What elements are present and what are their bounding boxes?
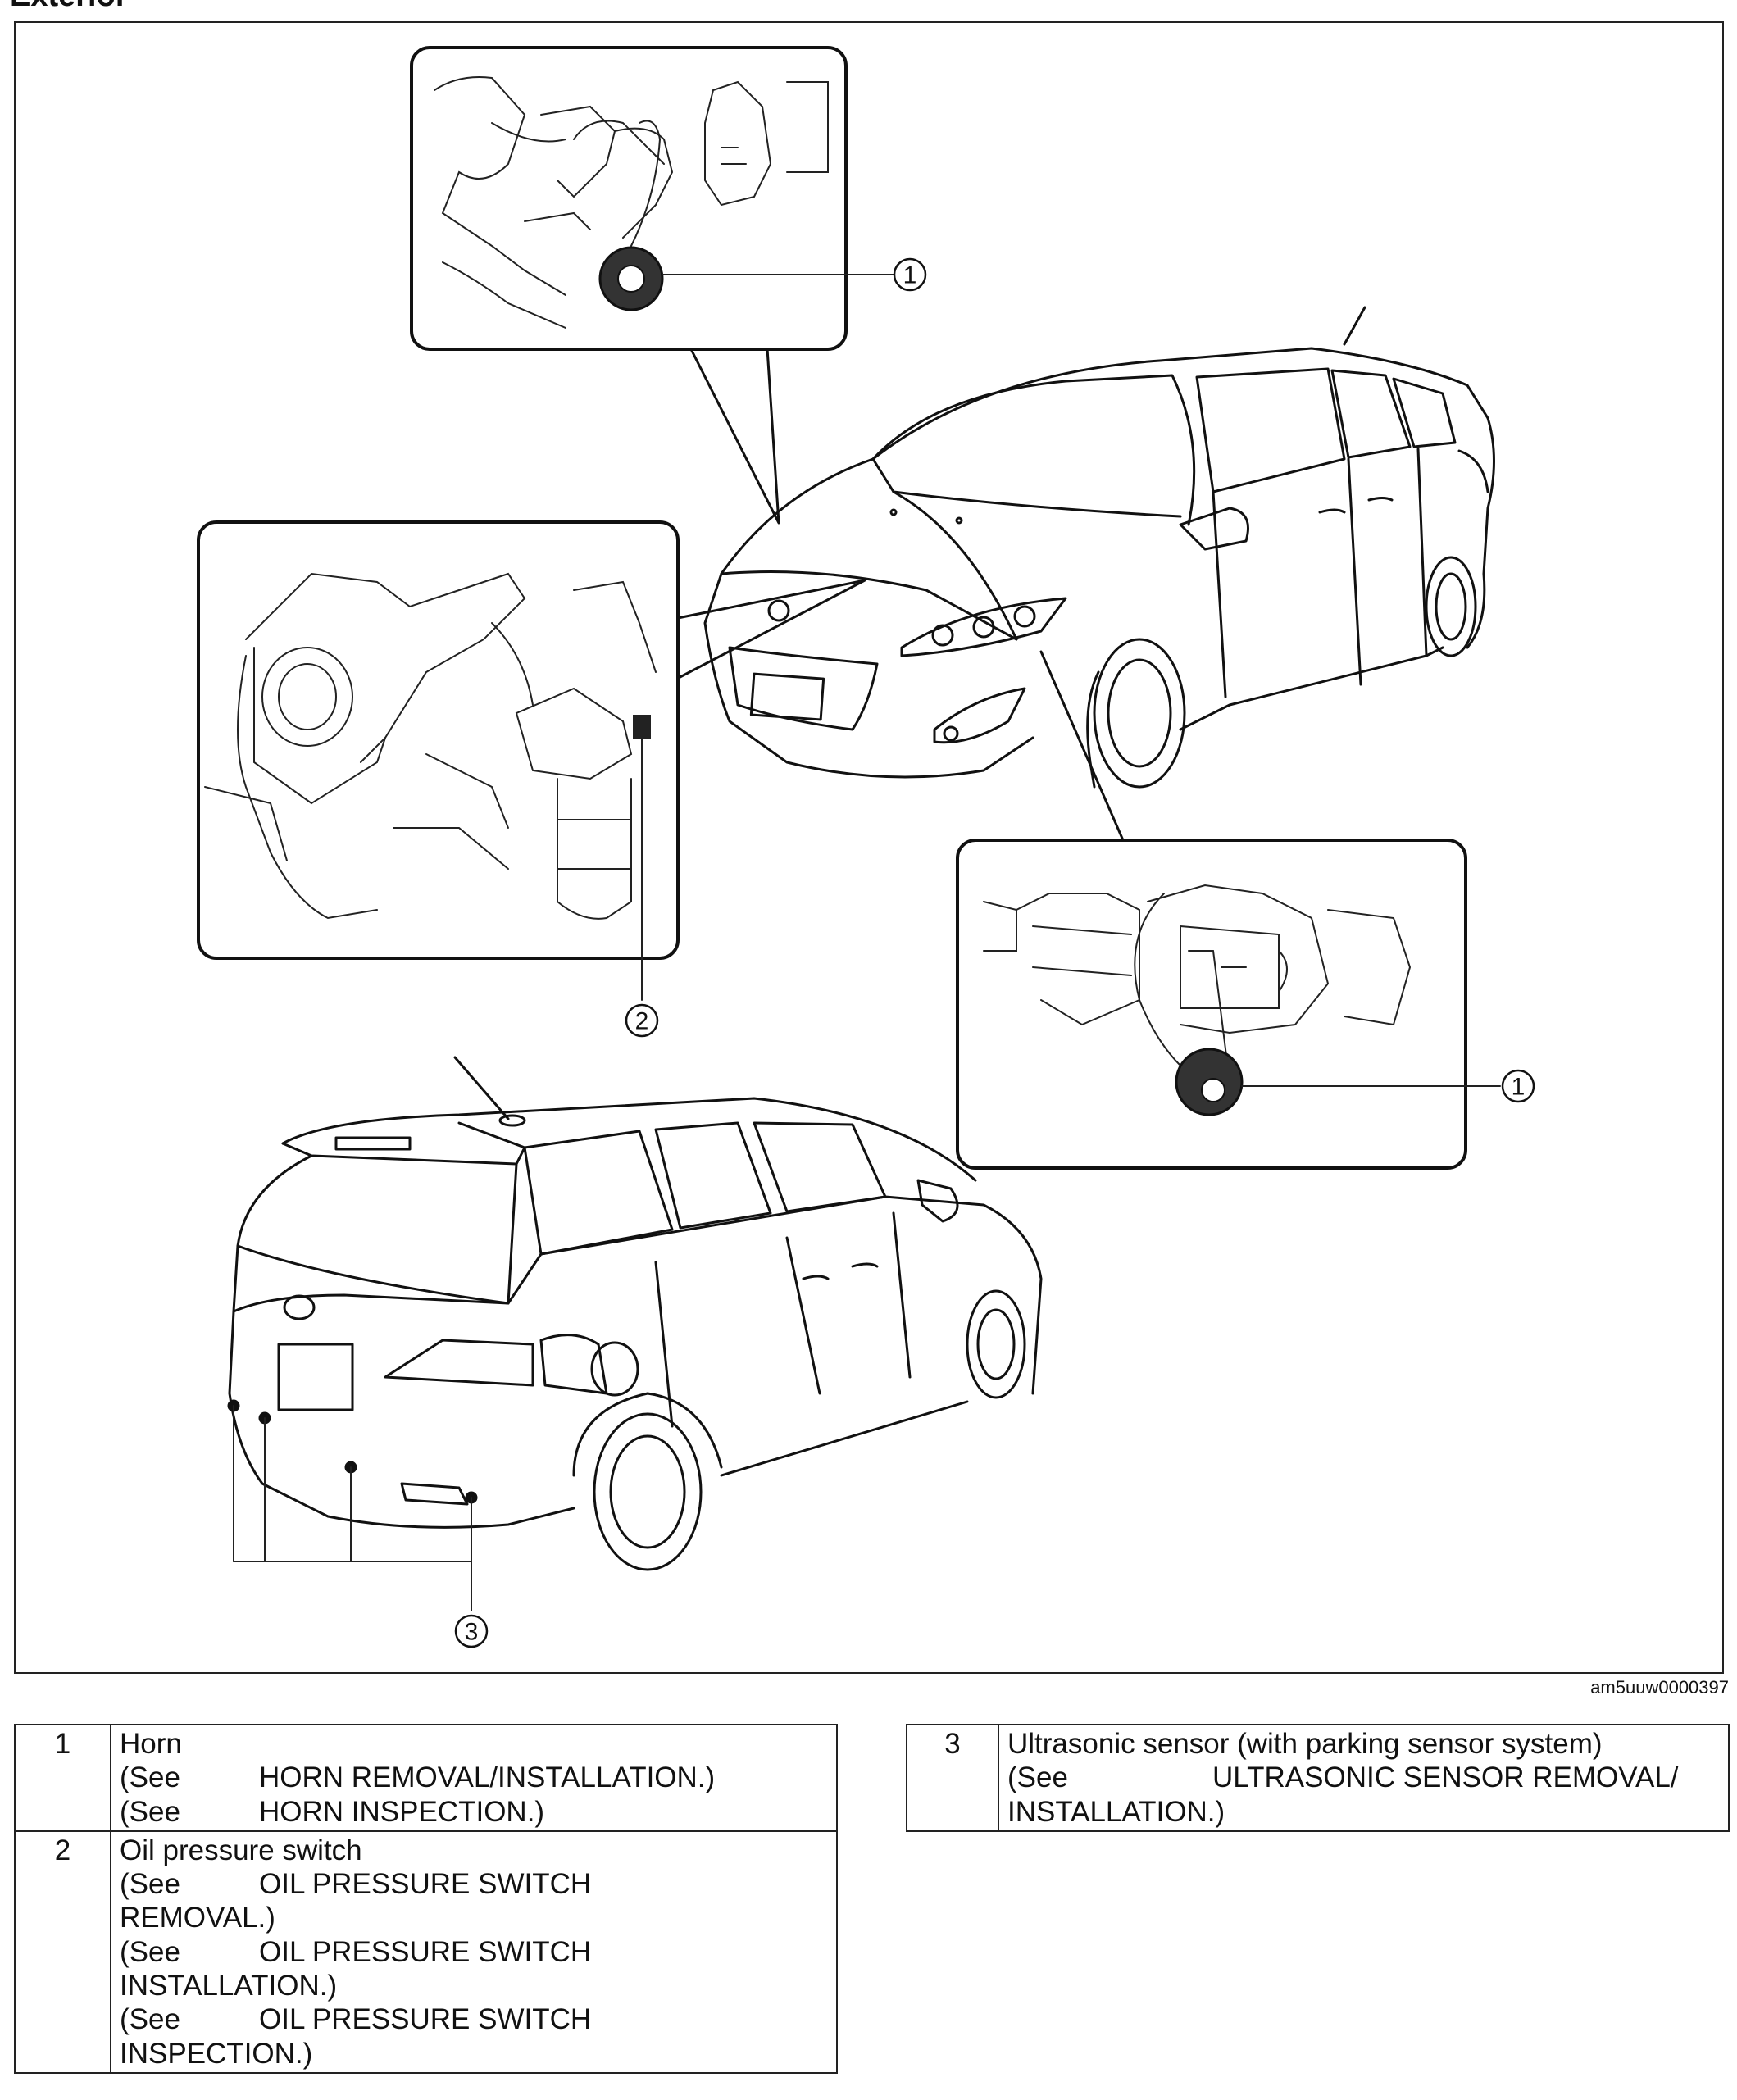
callout-label-1-upper: 1: [903, 262, 917, 289]
ref-title-cont: INSPECTION.): [120, 2037, 313, 2070]
legend-reference[interactable]: (See HORN INSPECTION.): [120, 1795, 828, 1829]
ref-title-cont: INSTALLATION.): [1007, 1795, 1225, 1828]
ref-title: OIL PRESSURE SWITCH: [259, 1868, 592, 1901]
legend-entry: Ultrasonic sensor (with parking sensor s…: [998, 1724, 1730, 1832]
callout-label-3: 3: [465, 1619, 479, 1646]
ref-title: OIL PRESSURE SWITCH: [259, 1935, 592, 1968]
horn-detail-view-upper: 1: [410, 46, 927, 351]
ref-prefix: (See: [120, 1868, 180, 1901]
legend-number: 2: [14, 1830, 111, 2074]
legend-item-name: Horn: [120, 1728, 182, 1760]
ref-prefix: (See: [120, 1761, 180, 1794]
ref-title-cont: REMOVAL.): [120, 1902, 275, 1934]
callout-label-1-right: 1: [1512, 1074, 1526, 1101]
legend-number: 3: [906, 1724, 999, 1832]
callout-number-1-upper: [893, 257, 927, 292]
callout-tails: [672, 334, 1125, 842]
horn-detail-view-right: 1: [956, 839, 1535, 1170]
legend-row-3: 3 Ultrasonic sensor (with parking sensor…: [906, 1724, 1730, 1832]
legend-table-left: 1 Horn (See HORN REMOVAL/INSTALLATION.) (…: [14, 1724, 838, 2074]
legend-number: 1: [14, 1724, 111, 1832]
figure-frame: [14, 21, 1724, 1674]
callout-number-2: [625, 1003, 659, 1038]
rear-vehicle-drawing: [227, 1056, 1043, 1571]
legend-reference[interactable]: (See HORN REMOVAL/INSTALLATION.): [120, 1761, 828, 1794]
callout-label-2: 2: [635, 1008, 649, 1035]
exterior-diagram: 1 2: [197, 46, 1535, 1648]
figure-id: am5uuw0000397: [1590, 1677, 1729, 1698]
ref-title: OIL PRESSURE SWITCH: [259, 2003, 592, 2036]
legend-item-name: Oil pressure switch: [120, 1834, 362, 1866]
ref-prefix: (See: [120, 2003, 180, 2036]
oil-pressure-switch-detail-view: 2: [197, 520, 680, 1038]
ref-title-cont: INSTALLATION.): [120, 1970, 338, 2002]
front-vehicle-drawing: [703, 306, 1495, 789]
callout-number-3: [454, 1614, 489, 1648]
legend-table-right: 3 Ultrasonic sensor (with parking sensor…: [906, 1724, 1730, 1832]
ref-title: HORN INSPECTION.): [259, 1795, 545, 1828]
callout-number-1-right: [1501, 1069, 1535, 1103]
legend-entry: Horn (See HORN REMOVAL/INSTALLATION.) (Se…: [110, 1724, 838, 1832]
ref-title: ULTRASONIC SENSOR REMOVAL/: [1212, 1761, 1679, 1794]
legend-row-1: 1 Horn (See HORN REMOVAL/INSTALLATION.) (…: [14, 1724, 838, 1832]
ref-title: HORN REMOVAL/INSTALLATION.): [259, 1761, 716, 1794]
page-title: Exterior: [10, 0, 128, 14]
sensor-leader-lines: [233, 1405, 472, 1611]
legend-reference[interactable]: (See ULTRASONIC SENSOR REMOVAL/INSTALLATI…: [1007, 1761, 1720, 1829]
ref-prefix: (See: [120, 1935, 180, 1968]
legend-item-name: Ultrasonic sensor (with parking sensor s…: [1007, 1728, 1603, 1760]
ref-prefix: (See: [120, 1795, 180, 1828]
ref-prefix: (See: [1007, 1761, 1068, 1794]
